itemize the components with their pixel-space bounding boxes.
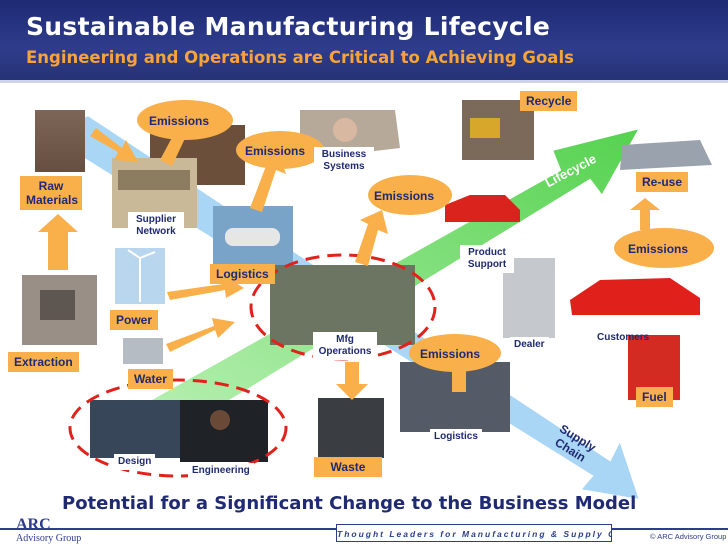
product-car-photo <box>445 195 520 222</box>
mfg-operations-label: Mfg Operations <box>313 332 377 360</box>
header-divider <box>0 80 728 83</box>
fuel-label: Fuel <box>636 387 673 407</box>
product-support-label: Product Support <box>460 245 514 273</box>
logistics-label-2: Logistics <box>430 429 482 445</box>
emissions-label-2: Emissions <box>245 144 306 158</box>
footer-tagline: Thought Leaders for Manufacturing & Supp… <box>336 524 612 542</box>
bottom-line-statement: Potential for a Significant Change to th… <box>62 493 637 514</box>
reuse-car-photo <box>620 140 712 170</box>
engineering-photo <box>180 400 268 462</box>
design-focus-ellipse <box>68 378 288 478</box>
reuse-label: Re-use <box>636 172 689 192</box>
power-label: Power <box>110 310 159 330</box>
supplier-network-label: Supplier Network <box>128 212 184 240</box>
business-systems-label: Business Systems <box>314 147 374 175</box>
footer: ARC Advisory Group Thought Leaders for M… <box>0 514 728 546</box>
waste-label: Waste <box>314 457 382 477</box>
arc-logo: ARC Advisory Group <box>16 516 82 544</box>
recycle-label: Recycle <box>520 91 578 111</box>
emissions-label-5: Emissions <box>420 347 481 361</box>
customers-label: Customers <box>597 332 650 343</box>
engineering-label: Engineering <box>188 463 254 479</box>
water-label: Water <box>128 369 173 389</box>
header-bar: Sustainable Manufacturing Lifecycle Engi… <box>0 0 728 80</box>
page-subtitle: Engineering and Operations are Critical … <box>26 48 574 67</box>
design-photo <box>90 400 180 458</box>
faucet-icon <box>123 338 163 364</box>
emissions-label-3: Emissions <box>374 189 435 203</box>
emissions-label-1: Emissions <box>149 114 210 128</box>
page-title: Sustainable Manufacturing Lifecycle <box>26 12 551 41</box>
design-label: Design <box>114 454 156 470</box>
extraction-label: Extraction <box>8 352 79 372</box>
factory-floor-photo <box>270 265 415 345</box>
trash-can-icon <box>318 398 384 458</box>
raw-materials-label: Raw Materials <box>20 176 82 210</box>
dealer-label: Dealer <box>510 337 549 353</box>
logistics-label-1: Logistics <box>210 264 275 284</box>
emission-clouds <box>137 100 714 372</box>
emissions-label-4: Emissions <box>628 242 689 256</box>
copyright-text: © ARC Advisory Group <box>650 532 727 541</box>
